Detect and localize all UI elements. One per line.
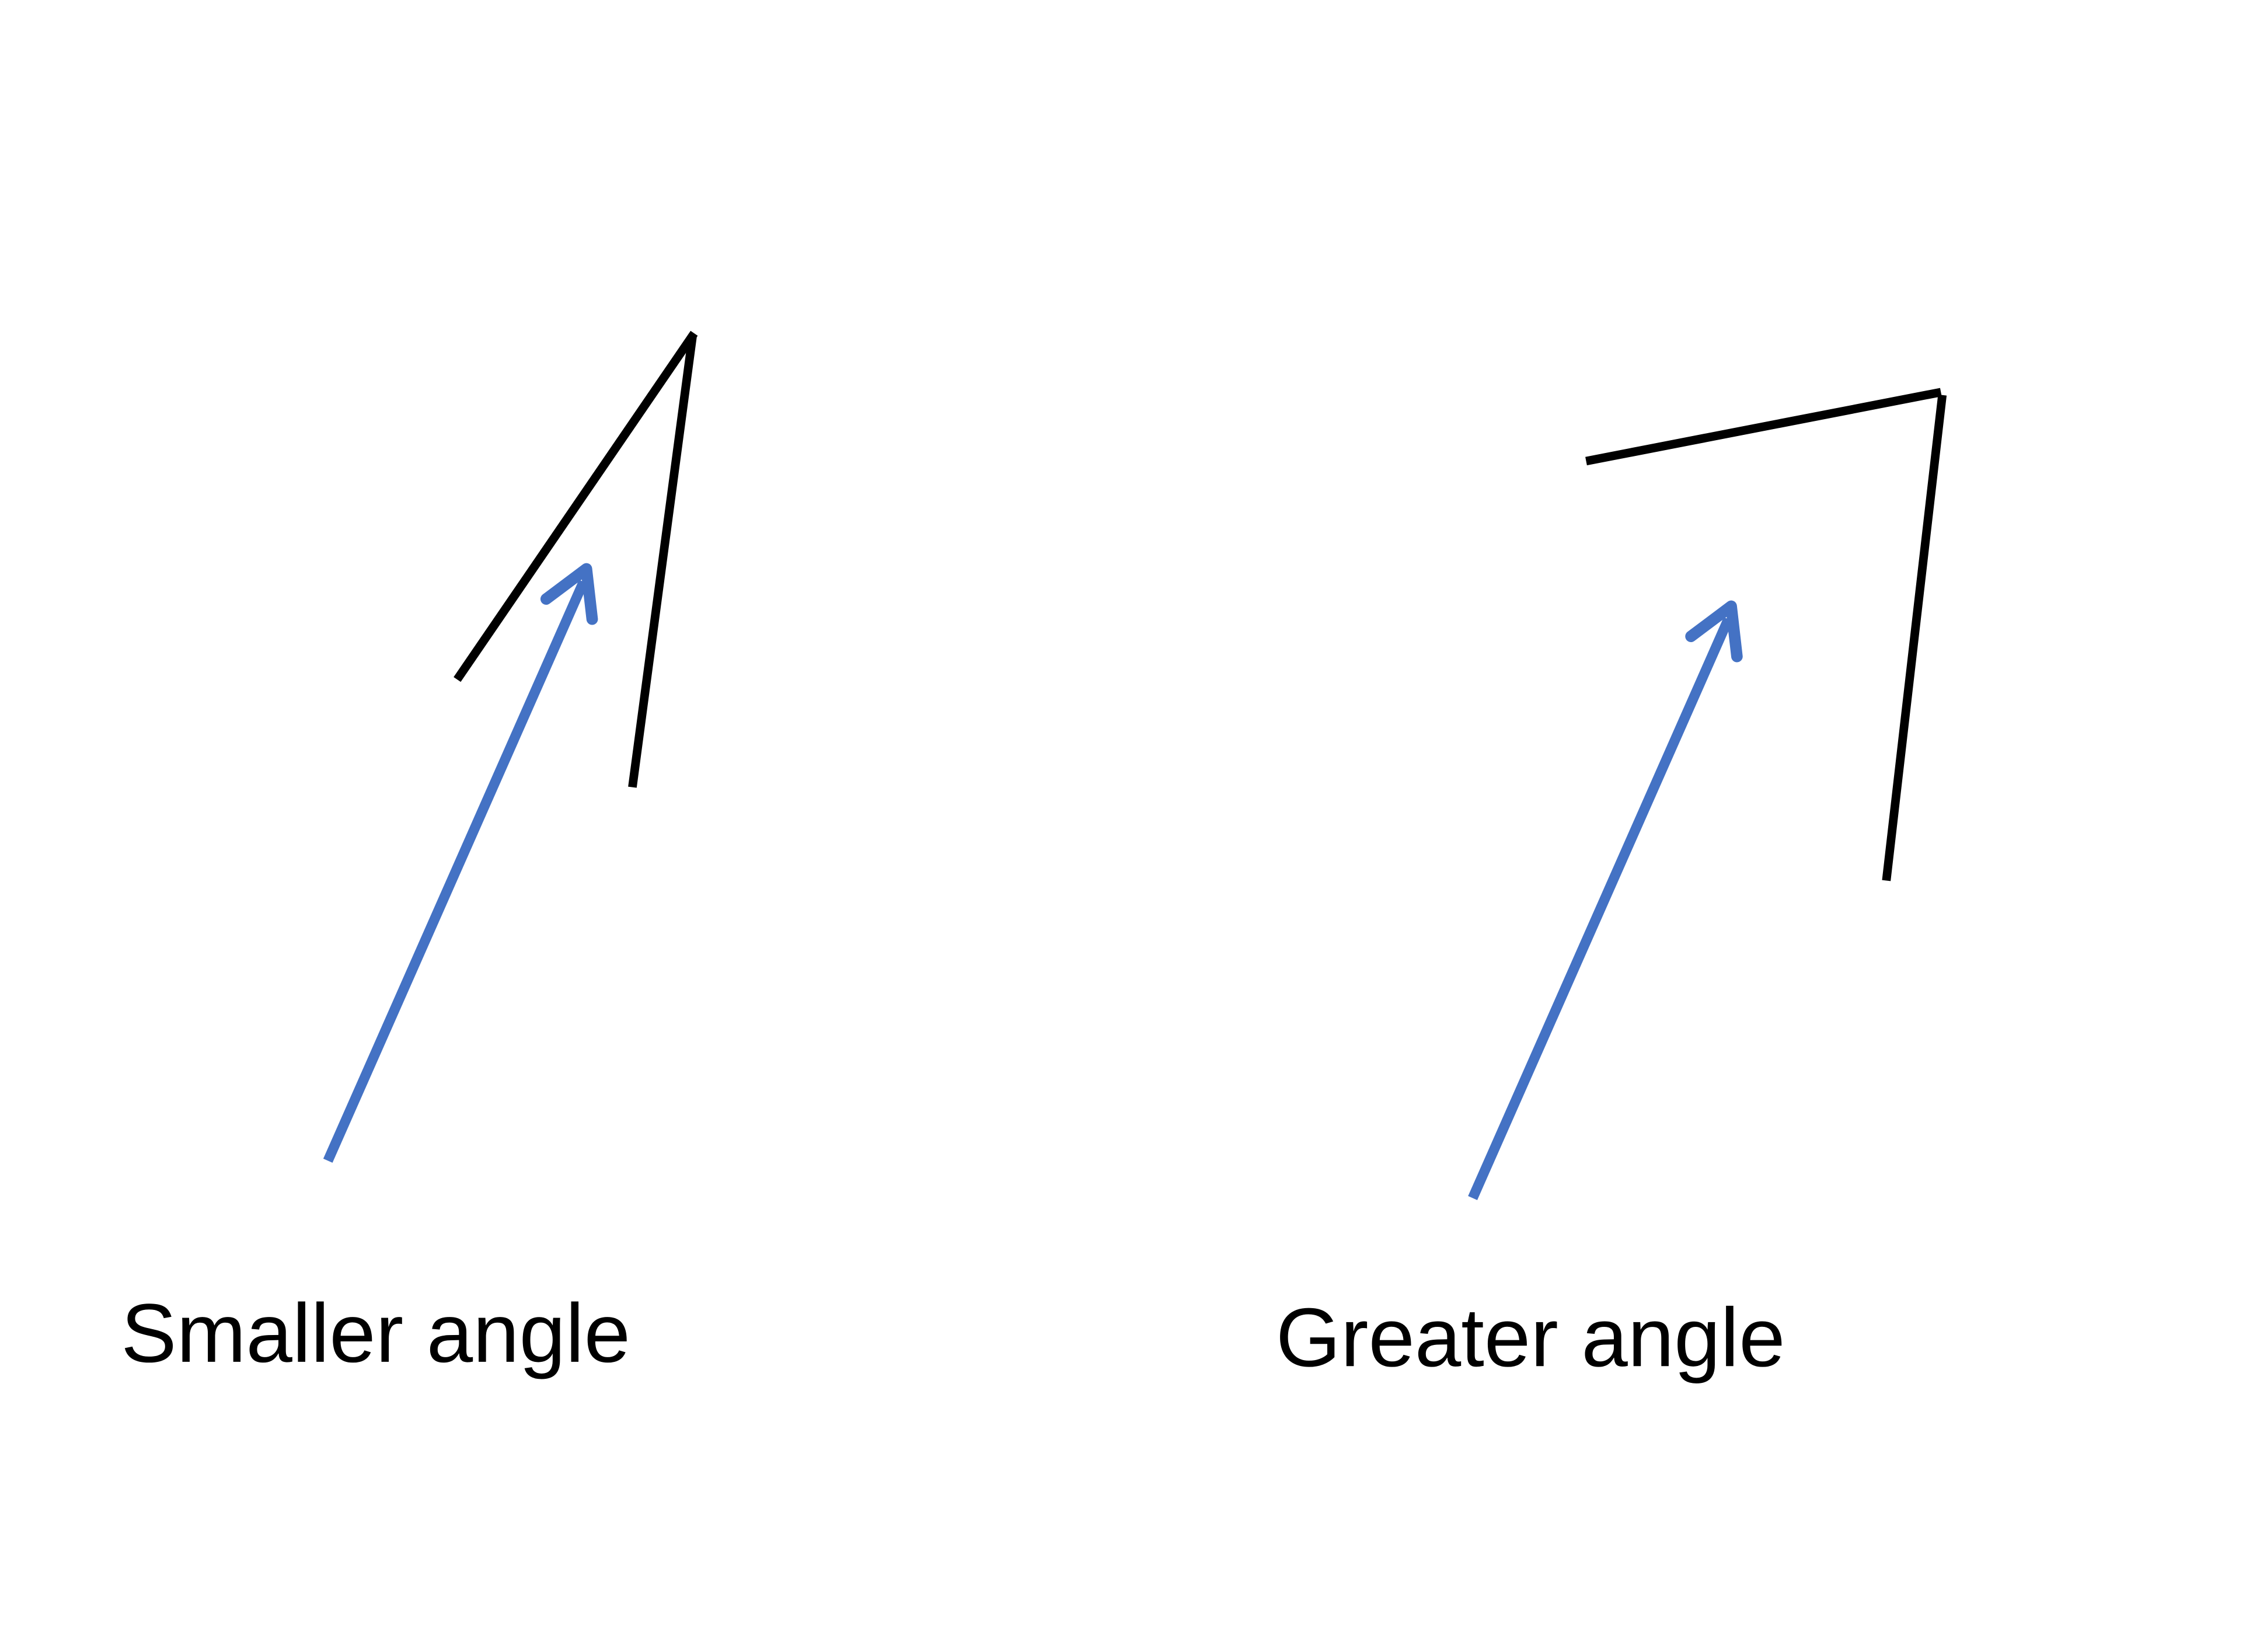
blue-arrow-shaft [1468, 617, 1733, 1200]
angle-left-side [1585, 388, 1942, 466]
caption-smaller-angle: Smaller angle [121, 1287, 630, 1380]
angle-right-side [1882, 394, 1947, 881]
panel-greater-angle: Greater angle [1276, 388, 1947, 1384]
blue-arrow-shaft [323, 580, 588, 1163]
caption-greater-angle: Greater angle [1276, 1291, 1785, 1384]
angle-left-side [454, 330, 698, 682]
angle-right-side [628, 334, 697, 788]
blue-arrowhead [540, 563, 598, 625]
blue-arrowhead [1685, 600, 1743, 663]
panel-smaller-angle: Smaller angle [121, 330, 698, 1380]
